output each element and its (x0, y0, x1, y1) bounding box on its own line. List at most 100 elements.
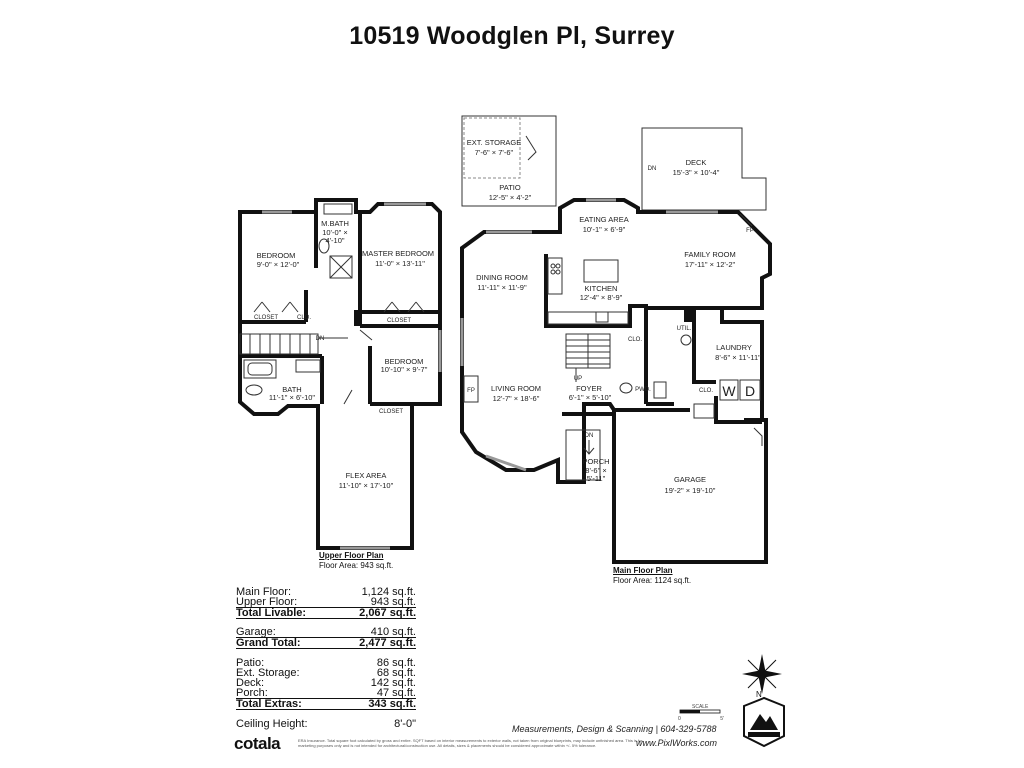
upper-floor-area: Floor Area: 943 sq.ft. (319, 561, 394, 570)
page-title: 10519 Woodglen Pl, Surrey (349, 22, 675, 50)
area-table-livable: Main Floor:1,124 sq.ft. Upper Floor:943 … (236, 587, 416, 619)
room-name: M.BATH (321, 219, 349, 228)
upper-floor-plan: BEDROOM 9'-0" × 12'-0" M.BATH 10'-0" × 4… (238, 198, 442, 550)
closet-label: CLOSET (254, 315, 278, 321)
room-name: BATH (282, 385, 301, 394)
room-name: PORCH (582, 457, 609, 466)
fireplace (739, 213, 753, 227)
stair-label: DN (585, 433, 594, 439)
room-dims: 8'-6" × 11'-11" (715, 353, 761, 362)
room-dims: 10'-10" × 9'-7" (381, 365, 428, 374)
main-floor-title: Main Floor Plan (613, 566, 673, 575)
room-dims: 6'-1" × 5'-10" (569, 393, 612, 402)
room-dims: 8'-6" × (585, 466, 606, 475)
wall (544, 254, 648, 404)
area-total-row: Total Extras:343 sq.ft. (236, 698, 416, 710)
window (485, 454, 527, 472)
closet-label: CLOSET (387, 318, 411, 324)
room-name: FLEX AREA (346, 471, 387, 480)
washer (719, 379, 739, 401)
compass-icon (742, 654, 782, 694)
room-dims: 5'-11" (587, 474, 606, 483)
room-name: GARAGE (674, 475, 706, 484)
area-total-row: Total Livable:2,067 sq.ft. (236, 607, 416, 619)
toilet (245, 384, 263, 396)
brand-logo: cotala (234, 734, 281, 753)
area-table-grand: Garage:410 sq.ft. Grand Total:2,477 sq.f… (236, 627, 416, 649)
room-name: DINING ROOM (476, 273, 528, 282)
main-floor-plan: W D EXT. STORAGE 7'-6" × 7'-6" PATIO 12'… (460, 115, 772, 564)
room-name: DECK (686, 158, 707, 167)
room-dims: 11'-0" × 13'-11" (375, 259, 425, 268)
pixlworks-logo-icon (743, 696, 785, 748)
area-row: Deck:142 sq.ft. (236, 677, 416, 689)
room-name: FOYER (576, 384, 602, 393)
porch-outline (565, 429, 601, 481)
room-dims: 4'-10" (325, 236, 344, 245)
bathtub (243, 359, 277, 379)
stair-label: DN (648, 166, 657, 172)
kitchen-island (583, 259, 619, 283)
room-dims: 10'-0" × (322, 228, 348, 237)
main-floor-caption: Main Floor Plan Floor Area: 1124 sq.ft. (613, 566, 691, 586)
closet-doors (383, 301, 425, 313)
fireplace-label: FP (467, 388, 475, 394)
stove (547, 257, 563, 295)
room-name: EXT. STORAGE (467, 138, 521, 147)
room-name: KITCHEN (585, 284, 618, 293)
wall (692, 308, 716, 384)
area-row: Patio:86 sq.ft. (236, 657, 416, 669)
room-dims: 11'-1" × 6'-10" (269, 393, 316, 402)
main-stairs (565, 333, 611, 382)
website-link[interactable]: www.PixlWorks.com (636, 738, 718, 748)
area-total-row: Grand Total:2,477 sq.ft. (236, 637, 416, 649)
room-dims: 19'-2" × 19'-10" (665, 486, 716, 495)
room-name: LIVING ROOM (491, 384, 541, 393)
area-row: Garage:410 sq.ft. (236, 626, 416, 638)
room-name: LAUNDRY (716, 343, 752, 352)
vanity (653, 381, 667, 399)
stair-label: UP (574, 376, 582, 382)
fireplace (463, 375, 479, 403)
door-swing (753, 427, 763, 446)
room-dims: 10'-1" × 6'-9" (583, 225, 626, 234)
closet-label: CLO. (628, 337, 642, 343)
room-name: BEDROOM (385, 357, 424, 366)
dryer (739, 379, 761, 401)
credit-line: Measurements, Design & Scanning | 604-32… (512, 724, 717, 734)
washer-letter: W (722, 383, 736, 399)
room-dims: 17'-11" × 12'-2" (685, 260, 736, 269)
utility-meter (680, 334, 692, 346)
vanity (323, 203, 353, 215)
room-dims: 11'-10" × 17'-10" (339, 481, 394, 490)
toilet (619, 382, 633, 394)
room-name: EATING AREA (579, 215, 628, 224)
toilet (318, 238, 330, 254)
closet-doors (253, 301, 299, 313)
util-label: UTIL. (677, 326, 692, 332)
patio-outline (461, 115, 557, 207)
room-dims: 12'-4" × 8'-9" (580, 293, 623, 302)
area-row: Main Floor:1,124 sq.ft. (236, 586, 416, 598)
area-row: Porch:47 sq.ft. (236, 687, 416, 699)
upper-floor-title: Upper Floor Plan (319, 551, 384, 560)
column (354, 310, 362, 326)
laundry-sink (693, 403, 715, 419)
column (684, 308, 694, 322)
closet-label: CLOSET (379, 409, 403, 415)
ext-storage-outline (463, 117, 521, 179)
area-row: Ext. Storage:68 sq.ft. (236, 667, 416, 679)
room-name: BEDROOM (257, 251, 296, 260)
room-dims: 12'-5" × 4'-2" (489, 193, 532, 202)
upper-exterior-walls (238, 198, 442, 550)
room-dims: 9'-0" × 12'-0" (257, 260, 300, 269)
room-name: FAMILY ROOM (684, 250, 735, 259)
ceiling-height: Ceiling Height:8'-0" (236, 718, 416, 730)
upper-floor-caption: Upper Floor Plan Floor Area: 943 sq.ft. (319, 551, 393, 571)
fireplace-label: FP (746, 228, 754, 234)
sink (595, 311, 609, 323)
stair-label: DN (316, 336, 325, 342)
